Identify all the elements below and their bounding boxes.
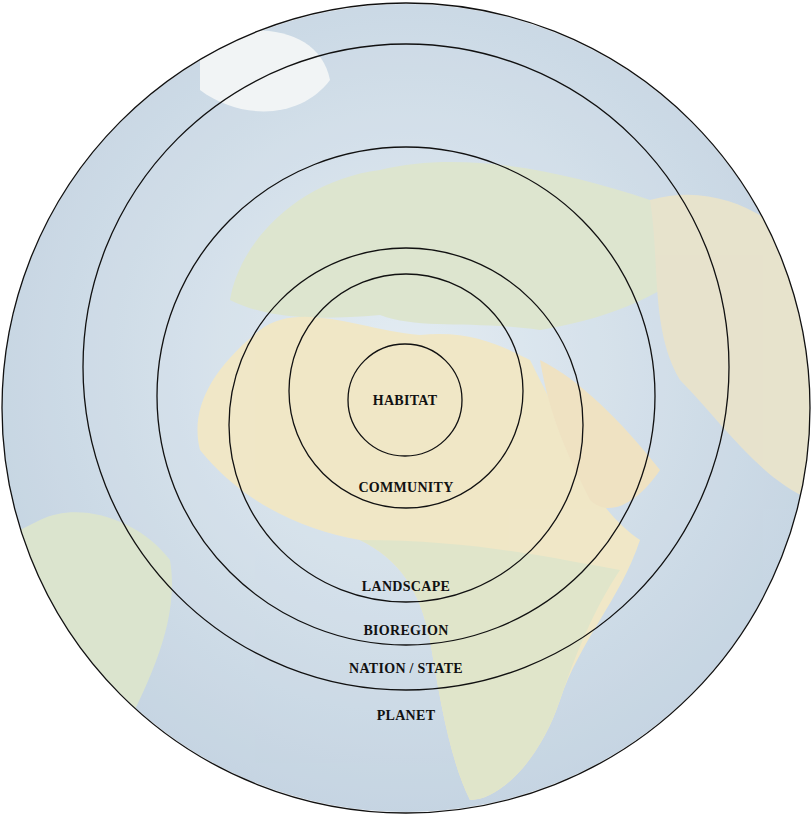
scale-circle: PLANET NATION / STATE BIOREGION LANDSCAPE CO… [2,3,810,813]
level-label: NATION / STATE [83,661,729,677]
level-label: BIOREGION [157,623,655,639]
circle-outline [229,248,583,602]
level-label: PLANET [2,708,810,724]
scale-circle: COMMUNITY HABITAT [289,274,523,508]
level-label: HABITAT [348,393,462,409]
scale-circle: BIOREGION LANDSCAPE COMMUNITY HABITAT [157,147,655,645]
level-label: COMMUNITY [289,480,523,496]
circle-outline [289,274,523,508]
scale-circle: LANDSCAPE COMMUNITY HABITAT [229,248,583,602]
level-label: LANDSCAPE [229,579,583,595]
scale-circle: NATION / STATE BIOREGION LANDSCAPE COMMUNIT… [83,44,729,690]
scale-circle: HABITAT [348,344,462,456]
